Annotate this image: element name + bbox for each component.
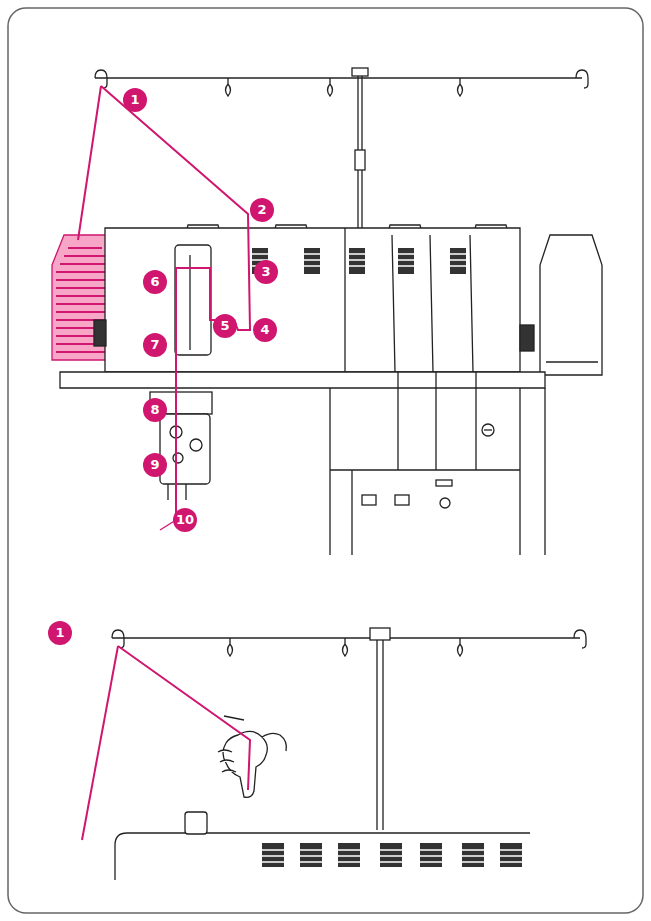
callout-number: 1 [123,88,147,112]
dial-lines [252,254,466,266]
thread-stand [95,68,588,240]
callout-number: 8 [143,398,167,422]
callout-number: 1 [48,621,72,645]
callout-number: 2 [250,198,274,222]
callout-number: 5 [213,314,237,338]
callout-number: 3 [254,260,278,284]
frame [8,8,643,913]
tension-dials [252,248,466,274]
thread-path [78,86,250,530]
dials-detail [262,843,522,867]
thread-stand-detail [112,628,586,830]
serger-lower-body [330,388,545,555]
callout-number: 7 [143,333,167,357]
callout-number: 6 [143,270,167,294]
callout-number: 9 [143,453,167,477]
thread-path-detail [82,646,250,840]
serger-top-detail [115,812,530,880]
hand [218,716,286,797]
serger-body [60,228,545,470]
dial-lines-detail [262,850,522,862]
callout-number: 4 [253,318,277,342]
callout-number: 10 [173,508,197,532]
